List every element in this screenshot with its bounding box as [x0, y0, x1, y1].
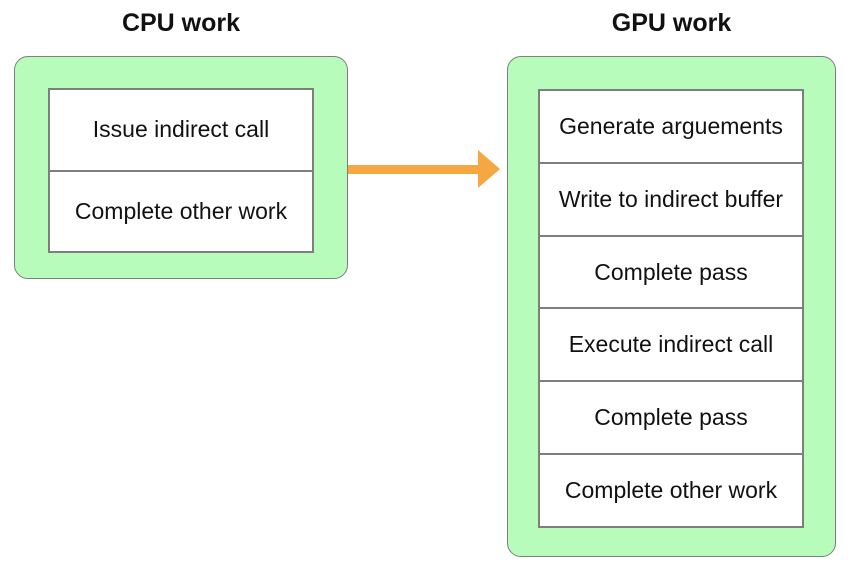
cpu-steps-box: Issue indirect call Complete other work — [48, 88, 314, 253]
gpu-work-container: Generate arguements Write to indirect bu… — [507, 56, 836, 557]
cpu-to-gpu-arrow-shaft — [348, 165, 480, 174]
gpu-steps-box: Generate arguements Write to indirect bu… — [538, 89, 804, 528]
cpu-work-title: CPU work — [121, 9, 241, 37]
gpu-step-complete-pass-2: Complete pass — [540, 380, 802, 454]
gpu-step-complete-other-work: Complete other work — [540, 453, 802, 526]
gpu-work-title: GPU work — [611, 9, 732, 37]
gpu-step-write-to-indirect-buffer: Write to indirect buffer — [540, 161, 802, 235]
gpu-step-execute-indirect-call: Execute indirect call — [540, 307, 802, 381]
gpu-step-complete-pass-1: Complete pass — [540, 234, 802, 308]
cpu-to-gpu-arrow-head-icon — [478, 150, 500, 188]
cpu-step-issue-indirect-call: Issue indirect call — [50, 90, 312, 170]
cpu-work-container: Issue indirect call Complete other work — [14, 56, 348, 279]
gpu-step-generate-arguments: Generate arguements — [540, 91, 802, 162]
cpu-step-complete-other-work: Complete other work — [50, 169, 312, 251]
